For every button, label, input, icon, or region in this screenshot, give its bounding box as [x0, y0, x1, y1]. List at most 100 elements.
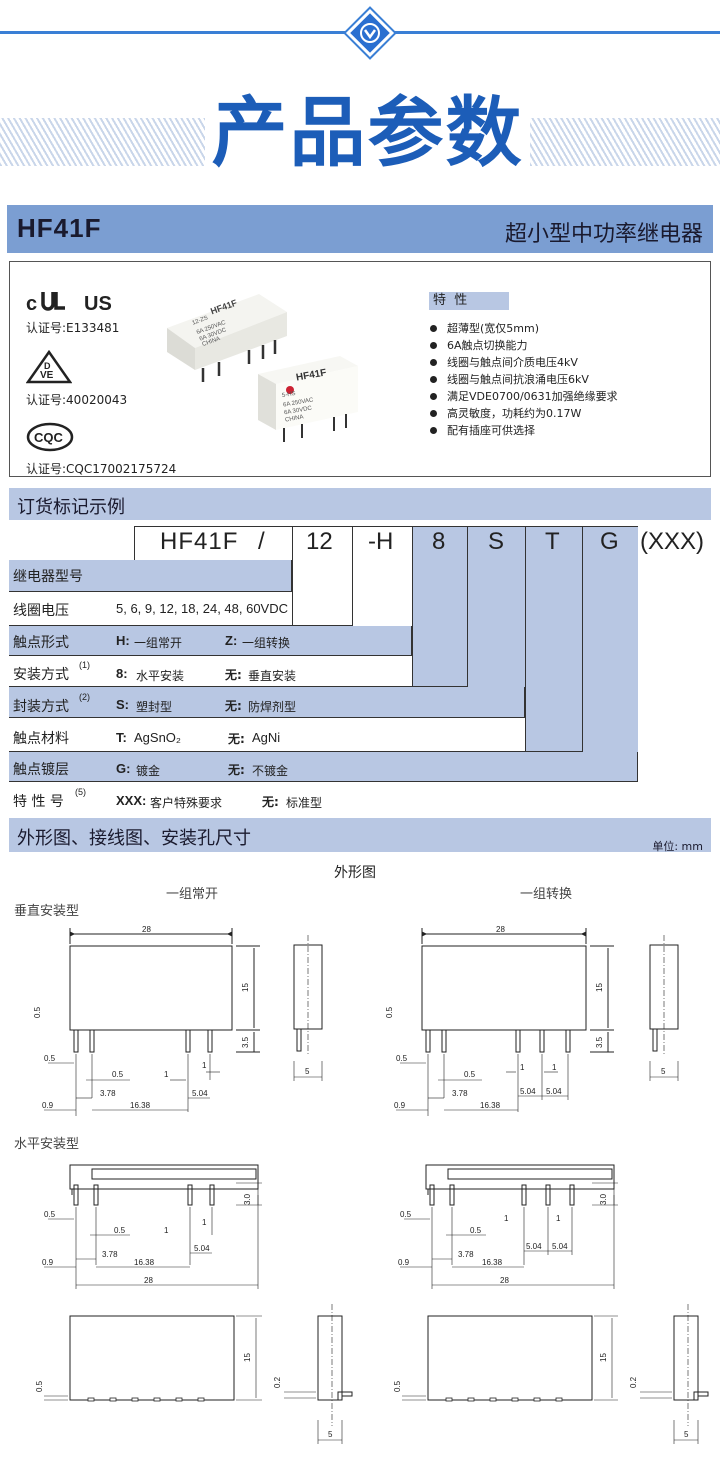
code-part-special: (XXX) [640, 528, 705, 555]
row-special-label: 特 性 号 [13, 794, 64, 810]
dim-504a-hr: 5.04 [526, 1242, 542, 1251]
dim-pinw-fv2: 0.5 [393, 1380, 402, 1392]
dim-h3: 3.0 [243, 1193, 252, 1205]
row-contact-val2: 一组转换 [242, 636, 291, 650]
dim-28-hr: 28 [500, 1276, 509, 1285]
drawing-horizontal-co: 3.0 0.5 0.5 1 1 3.78 5.04 5.04 0.9 16.38… [398, 1164, 618, 1289]
feature-item: 配有插座可供选择 [430, 422, 700, 439]
side-view-vertical-left: 5 [293, 935, 323, 1081]
row-voltage-label: 线圈电压 [13, 603, 69, 619]
row-mount-key1: 8: [116, 666, 128, 681]
dim-pinw-r: 0.5 [386, 1006, 394, 1018]
code-part-plating: G [600, 528, 619, 555]
relay-back-photo [163, 290, 291, 382]
drawing-horizontal-no: 3.0 0.5 0.5 1 1 3.78 5.04 0.9 16.38 28 [42, 1164, 262, 1289]
row-voltage-value: 5, 6, 9, 12, 18, 24, 48, 60VDC [116, 601, 289, 616]
col-left-title: 一组常开 [166, 887, 219, 902]
drawings-title-bar: 外形图、接线图、安装孔尺寸 单位: mm [9, 818, 711, 853]
dim-504: 5.04 [192, 1089, 208, 1098]
code-box-seal [467, 526, 525, 718]
code-part-contact: -H [368, 528, 394, 555]
diamond-badge-icon [341, 4, 399, 62]
code-part-seal: S [488, 528, 505, 555]
row-seal-val2: 防焊剂型 [248, 700, 297, 714]
dim-pinw2-hr: 0.5 [470, 1226, 482, 1235]
dim-09-h: 0.9 [42, 1258, 54, 1267]
code-box-material [525, 526, 582, 751]
feature-text: 线圈与触点间抗浪涌电压6kV [447, 373, 589, 386]
dim-height-r: 15 [595, 983, 604, 992]
dim-h3-r: 3.0 [599, 1193, 608, 1205]
row-plating-label: 触点镀层 [13, 762, 69, 778]
row-contact-val1: 一组常开 [134, 636, 183, 650]
dim-pinw3-r: 0.5 [464, 1070, 476, 1079]
side-view-vertical-right: 5 [649, 935, 679, 1081]
dim-504a-r: 5.04 [520, 1087, 536, 1096]
dim-height: 15 [241, 983, 250, 992]
dim-09-r: 0.9 [394, 1101, 406, 1110]
dim-pinw-hr: 0.5 [400, 1210, 412, 1219]
row-special-key2: 无: [262, 795, 279, 809]
dim-1638-hr: 16.38 [482, 1258, 503, 1267]
svg-text:D: D [44, 361, 51, 371]
row-material-val1: AgSnO₂ [134, 730, 181, 745]
row-mount-val2: 垂直安装 [248, 669, 297, 683]
row-model-label: 继电器型号 [13, 569, 83, 585]
drawings-title: 外形图、接线图、安装孔尺寸 [17, 828, 251, 849]
dim-504b-r: 5.04 [546, 1087, 562, 1096]
feature-item: 超薄型(宽仅5mm) [430, 320, 700, 337]
cert-ul-number: 认证号:E133481 [26, 321, 120, 335]
front-view-horizontal-right: 15 0.5 [393, 1315, 618, 1402]
vertical-mount-label: 垂直安装型 [14, 904, 80, 919]
cert-vde-number: 认证号:40020043 [26, 393, 128, 407]
side-view-horizontal-left: 0.2 5 [273, 1304, 353, 1444]
drawing-vertical-co: 28 15 3.5 0.5 0.5 0.5 1 1 3.78 5.04 5.04… [386, 925, 614, 1116]
row-material-label: 触点材料 [13, 731, 69, 747]
dim-pinw-fv1: 0.5 [35, 1380, 44, 1392]
feature-text: 配有插座可供选择 [447, 424, 535, 437]
row-special-val2: 标准型 [286, 796, 323, 810]
feature-item: 线圈与触点间抗浪涌电压6kV [430, 371, 700, 388]
relay-front-photo [254, 354, 364, 442]
row-seal-key2: 无: [225, 699, 242, 713]
row-special-sup: (5) [75, 787, 86, 797]
overview-box [9, 261, 711, 477]
front-view-horizontal-left: 15 0.5 [35, 1315, 262, 1402]
dim-pitch-hr: 1 [504, 1214, 509, 1223]
row-seal-sup: (2) [79, 692, 90, 702]
dim-pinw3: 0.5 [112, 1070, 124, 1079]
row-material-val2: AgNi [252, 730, 281, 745]
row-contact-key2: Z: [225, 633, 238, 648]
dim-pitch-r: 1 [520, 1063, 525, 1072]
drawing-vertical-no: 28 15 3.5 0.5 0.5 0.5 1 1 3.78 5.04 0.9 … [33, 925, 260, 1116]
row-special-val1: 客户特殊要求 [150, 796, 223, 810]
row-plating-band [9, 752, 638, 782]
row-seal-label: 封装方式 [13, 699, 69, 715]
row-contact-band [9, 626, 412, 656]
feature-item: 线圈与触点间介质电压4kV [430, 354, 700, 371]
dim-offset-1: 0.2 [273, 1376, 282, 1388]
row-plating-val1: 镀金 [136, 764, 161, 778]
dim-height-fv2: 15 [599, 1353, 608, 1362]
page-title: 产品参数 [211, 88, 524, 177]
feature-text: 超薄型(宽仅5mm) [447, 322, 540, 335]
side-view-horizontal-right: 0.2 5 [629, 1304, 709, 1444]
row-plating-key1: G: [116, 761, 131, 776]
dim-width-v1: 5 [305, 1067, 310, 1076]
svg-text:VE: VE [40, 370, 54, 381]
product-bar: HF41F 超小型中功率继电器 [7, 205, 713, 253]
dim-378-h: 3.78 [102, 1250, 118, 1259]
dim-pinw-h: 0.5 [44, 1210, 56, 1219]
dim-1638: 16.38 [130, 1101, 151, 1110]
dim-378: 3.78 [100, 1089, 116, 1098]
code-part-material: T [545, 528, 560, 555]
dim-09-hr: 0.9 [398, 1258, 410, 1267]
dim-pinw2-r: 0.5 [396, 1054, 408, 1063]
hatch-left [0, 118, 205, 166]
row-mount-line [9, 686, 467, 687]
dim-offset-2: 0.2 [629, 1376, 638, 1388]
row-model-band [9, 560, 292, 592]
feature-text: 6A触点切换能力 [447, 339, 528, 352]
code-part-voltage: 12 [306, 528, 333, 555]
code-part-slash: / [258, 528, 265, 555]
